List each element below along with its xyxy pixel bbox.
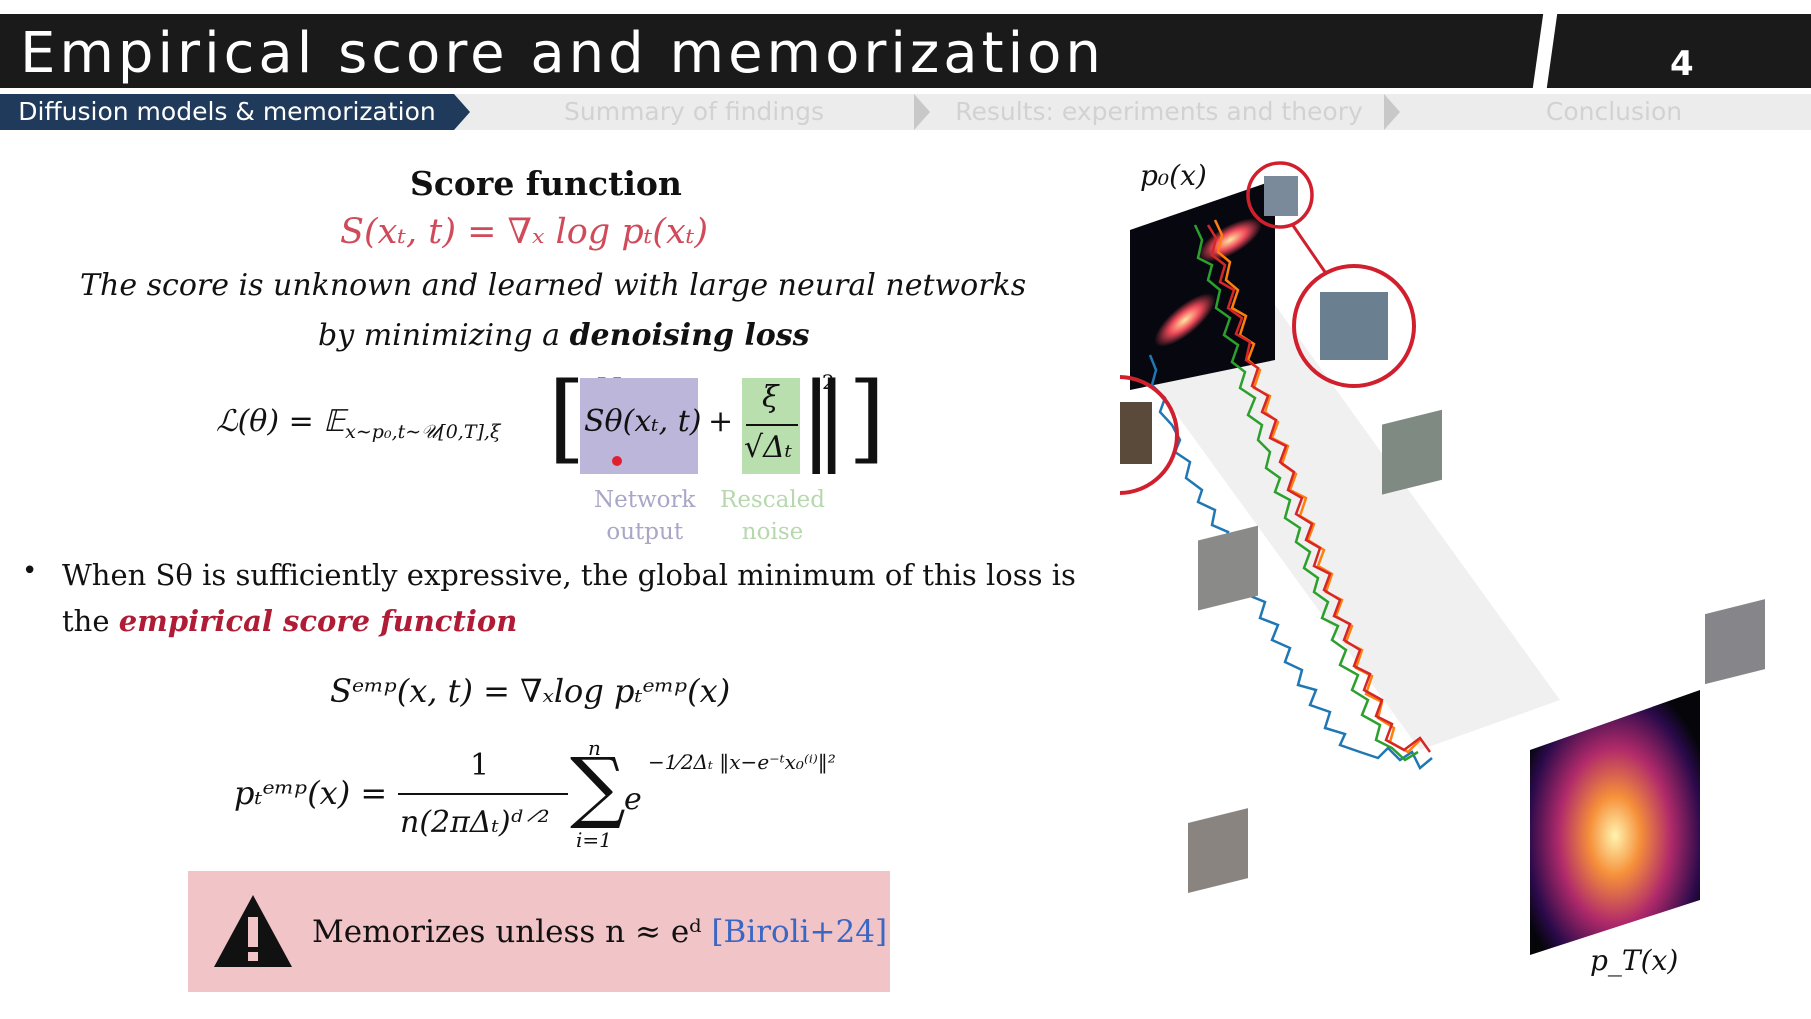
section-navigation: Diffusion models & memorization Summary … <box>0 94 1811 130</box>
nav-chevron-icon <box>454 94 470 130</box>
density-fraction-denominator: n(2πΔₜ)ᵈ⸍² <box>400 805 550 840</box>
sum-lower-limit: i=1 <box>576 828 612 852</box>
section-heading: Score function <box>410 164 682 203</box>
trajectory-red <box>1206 224 1432 753</box>
sample-image-lake <box>1320 292 1388 360</box>
exponential-exponent: −1⁄2Δₜ ‖x−e⁻ᵗx₀⁽ⁱ⁾‖² <box>648 750 836 774</box>
nav-item-results[interactable]: Results: experiments and theory <box>955 97 1363 126</box>
diffusion-slab <box>1130 305 1560 750</box>
noise-numerator: ξ <box>762 380 779 415</box>
empirical-score-emphasis: empirical score function <box>118 604 518 638</box>
warning-text: Memorizes unless n ≈ eᵈ [Biroli+24] <box>312 914 887 950</box>
diffusion-trajectory-figure: p₀(x) p_T(x) <box>1120 159 1765 977</box>
label-network-output: Network output <box>594 484 695 548</box>
trajectory-green <box>1193 224 1419 762</box>
network-term: Sθ(xₜ, t) <box>584 404 702 439</box>
trajectory-orange <box>1213 219 1421 754</box>
close-bracket: ‖] <box>800 362 886 474</box>
memorization-warning-box <box>188 871 890 992</box>
density-mode-1 <box>1154 293 1216 347</box>
title-divider <box>1532 14 1558 88</box>
initial-density-label: p₀(x) <box>1140 159 1207 192</box>
memorized-sample-circle-4 <box>1292 264 1416 388</box>
warning-icon <box>214 895 292 967</box>
sample-image-bear <box>1120 402 1152 464</box>
nav-item-conclusion[interactable]: Conclusion <box>1545 97 1683 126</box>
bullet-prefix: the <box>62 604 119 638</box>
loss-exponent: 2 <box>822 370 835 394</box>
description-prefix: by minimizing a <box>318 318 570 353</box>
noise-fraction-bar <box>746 424 798 426</box>
plus-sign: + <box>708 404 734 439</box>
final-density-label: p_T(x) <box>1590 944 1678 977</box>
label-noise-text: Rescaled noise <box>720 487 826 545</box>
density-fraction-numerator: 1 <box>470 748 490 783</box>
page-number: 4 <box>1670 44 1694 84</box>
memorized-sample-circle-3 <box>1246 161 1314 229</box>
citation-link[interactable]: [Biroli+24] <box>711 914 888 950</box>
exponential-base: e <box>624 782 642 817</box>
noise-patch-1 <box>1198 525 1258 611</box>
sum-symbol: ∑ <box>570 742 626 832</box>
title-bar: Empirical score and memorization 4 <box>0 14 1811 88</box>
bullet-line-1: When Sθ is sufficiently expressive, the … <box>62 558 1076 592</box>
description-line-2: by minimizing a denoising loss <box>318 318 810 353</box>
loss-subscript: x∼p₀,t∼𝒰[0,T],ξ <box>345 421 501 443</box>
bullet-line-2: the empirical score function <box>62 604 517 638</box>
empirical-score-equation: Sᵉᵐᵖ(x, t) = ∇ₓlog pₜᵉᵐᵖ(x) <box>330 672 731 710</box>
nav-chevron-icon <box>914 94 930 130</box>
bullet-marker: • <box>22 556 38 586</box>
loss-lhs: ℒ(θ) = 𝔼 <box>216 404 346 439</box>
density-fraction-bar <box>398 793 568 795</box>
denoising-loss-emphasis: denoising loss <box>569 318 810 353</box>
pointer-dot <box>612 456 622 466</box>
empirical-density-lhs: pₜᵉᵐᵖ(x) = <box>234 774 388 812</box>
label-rescaled-noise: Rescaled noise <box>720 484 825 548</box>
loss-equation-lhs: ℒ(θ) = 𝔼x∼p₀,t∼𝒰[0,T],ξ <box>216 404 500 443</box>
noise-denominator: √Δₜ <box>744 430 793 465</box>
nav-item-summary[interactable]: Summary of findings <box>564 97 824 126</box>
warning-prefix: Memorizes unless n ≈ eᵈ <box>312 914 712 950</box>
sample-image-lake-small <box>1264 176 1298 216</box>
description-line-1: The score is unknown and learned with la… <box>80 268 1027 303</box>
noise-patch-4 <box>1188 808 1248 894</box>
slide-title: Empirical score and memorization <box>20 21 1105 86</box>
connector-line-2 <box>1290 223 1327 273</box>
final-density-panel <box>1530 690 1700 955</box>
network-output-box <box>580 378 698 474</box>
noise-patch-2 <box>1382 409 1442 495</box>
memorized-sample-circle-1 <box>1120 375 1179 495</box>
rescaled-noise-box <box>742 378 800 474</box>
label-network-text: Network output <box>594 487 696 545</box>
nav-chevron-icon <box>1384 94 1400 130</box>
sum-upper-limit: n <box>588 736 601 760</box>
noise-patch-3 <box>1705 599 1765 685</box>
score-equation: S(xₜ, t) = ∇ₓ log pₜ(xₜ) <box>340 212 709 252</box>
nav-item-diffusion-models[interactable]: Diffusion models & memorization <box>0 94 454 130</box>
